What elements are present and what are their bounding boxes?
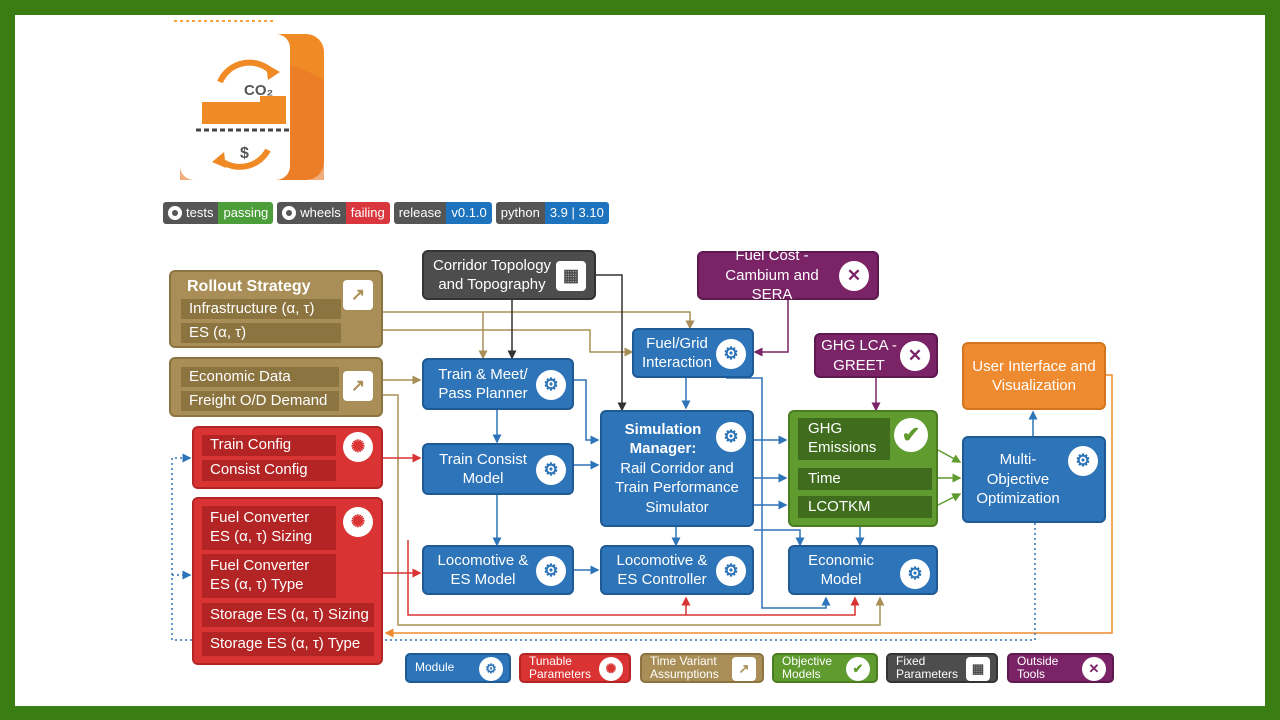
badge-row: tests passing wheels failing release v0.…: [163, 202, 609, 224]
locomotive-es-model-box[interactable]: Locomotive & ES Model ⚙: [422, 545, 574, 595]
train-meet-planner-label: Train & Meet/ Pass Planner: [438, 365, 528, 403]
train-config-item: Train Config: [202, 435, 336, 456]
fuel-grid-label: Fuel/Grid Interaction: [641, 334, 713, 372]
fuel-cost-label: Fuel Cost - Cambium and SERA: [725, 247, 819, 304]
trend-icon: ↗: [343, 371, 373, 401]
locomotive-es-controller-label: Locomotive & ES Controller: [616, 551, 708, 589]
logo-co2-text: CO₂: [244, 82, 273, 99]
train-consist-label: Train Consist Model: [439, 450, 527, 488]
legend-tunable: Tunable Parameters ✺: [519, 653, 631, 683]
storage-es-sizing: Storage ES (α, τ) Sizing: [202, 603, 374, 627]
legend-objective: Objective Models ✔: [772, 653, 878, 683]
user-interface-label: User Interface and Visualization: [972, 357, 1096, 395]
train-meet-planner-box[interactable]: Train & Meet/ Pass Planner ⚙: [422, 358, 574, 410]
simulation-manager-title: Simulation Manager:: [624, 420, 702, 458]
gear-icon: ⚙: [716, 422, 746, 452]
check-icon: ✔: [846, 657, 870, 681]
ghg-lca-label: GHG LCA - GREET: [821, 337, 897, 374]
legend-label: Module: [415, 660, 455, 675]
github-icon: [168, 206, 182, 220]
freight-demand-item: Freight O/D Demand: [181, 391, 339, 411]
fuel-converter-type: Fuel Converter ES (α, τ) Type: [202, 554, 336, 598]
train-config-box: Train Config Consist Config ✺: [192, 426, 383, 489]
badge-value: 3.9 | 3.10: [544, 202, 609, 224]
logo-dollar-text: $: [240, 145, 249, 162]
lcotkm-item: LCOTKM: [798, 496, 932, 518]
fuel-converter-sizing: Fuel Converter ES (α, τ) Sizing: [202, 506, 336, 550]
legend-label: Fixed Parameters: [896, 653, 959, 681]
badge-value: v0.1.0: [446, 202, 492, 224]
economic-model-label: Economic Model: [808, 551, 874, 589]
gear-icon: ⚙: [716, 556, 746, 586]
user-interface-box[interactable]: User Interface and Visualization: [962, 342, 1106, 410]
legend-label: Objective Models: [782, 653, 833, 681]
time-item: Time: [798, 468, 932, 490]
badge-python[interactable]: python 3.9 | 3.10: [495, 202, 609, 224]
corridor-topology-label: Corridor Topology and Topography: [432, 256, 552, 294]
corridor-topology-box: Corridor Topology and Topography ▦: [422, 250, 596, 300]
trend-icon: ↗: [343, 280, 373, 310]
ghg-lca-box: GHG LCA - GREET ✕: [814, 333, 938, 378]
simulation-manager-body: Rail Corridor and Train Performance Simu…: [615, 459, 739, 516]
simulation-manager-box[interactable]: Simulation Manager: Rail Corridor and Tr…: [600, 410, 754, 527]
wrench-icon: ✕: [1082, 657, 1106, 681]
gear-icon: ⚙: [1068, 446, 1098, 476]
github-icon: [282, 206, 297, 220]
rollout-strategy-title: Rollout Strategy: [187, 278, 311, 295]
badge-label: release: [398, 205, 442, 220]
altrios-logo: CO₂ $: [164, 18, 324, 181]
legend-label: Time Variant Assumptions: [650, 653, 719, 681]
ghg-emissions-item: GHG Emissions: [798, 418, 890, 460]
locomotive-es-label: Locomotive & ES Model: [437, 551, 529, 589]
train-consist-model-box[interactable]: Train Consist Model ⚙: [422, 443, 574, 495]
multi-objective-optimization-box[interactable]: Multi-Objective Optimization ⚙: [962, 436, 1106, 523]
legend-outside: Outside Tools ✕: [1007, 653, 1114, 683]
consist-config-item: Consist Config: [202, 460, 336, 481]
fuel-cost-box: Fuel Cost - Cambium and SERA ✕: [697, 247, 879, 303]
moo-label: Multi-Objective Optimization: [976, 451, 1060, 508]
dial-icon: ✺: [343, 432, 373, 462]
dial-icon: ✺: [599, 657, 623, 681]
legend-label: Outside Tools: [1017, 653, 1059, 681]
check-icon: ✔: [894, 418, 928, 452]
gear-icon: ⚙: [536, 370, 566, 400]
legend-module: Module ⚙: [405, 653, 511, 683]
economic-data-box: Economic Data Freight O/D Demand ↗: [169, 357, 383, 417]
rollout-es: ES (α, τ): [181, 323, 341, 343]
dial-icon: ✺: [343, 507, 373, 537]
badge-label: wheels: [300, 205, 341, 220]
economic-model-box[interactable]: Economic Model ⚙: [788, 545, 938, 595]
gear-icon: ⚙: [479, 657, 503, 681]
gear-icon: ⚙: [900, 559, 930, 589]
legend-fixed: Fixed Parameters ▦: [886, 653, 998, 683]
fuel-grid-interaction-box[interactable]: Fuel/Grid Interaction ⚙: [632, 328, 754, 378]
legend-label: Tunable Parameters: [529, 653, 592, 681]
wrench-icon: ✕: [900, 341, 930, 371]
badge-value: failing: [345, 202, 390, 224]
gear-icon: ⚙: [536, 455, 566, 485]
fuel-converter-box: Fuel Converter ES (α, τ) Sizing Fuel Con…: [192, 497, 383, 665]
legend-time-variant: Time Variant Assumptions ↗: [640, 653, 764, 683]
badge-label: tests: [186, 205, 214, 220]
rollout-strategy-box: Rollout Strategy Infrastructure (α, τ) E…: [169, 270, 383, 348]
locomotive-es-controller-box[interactable]: Locomotive & ES Controller ⚙: [600, 545, 754, 595]
wrench-icon: ✕: [839, 261, 869, 291]
gear-icon: ⚙: [536, 556, 566, 586]
map-icon: ▦: [556, 261, 586, 291]
gear-icon: ⚙: [716, 339, 746, 369]
storage-es-type: Storage ES (α, τ) Type: [202, 632, 374, 656]
badge-release[interactable]: release v0.1.0: [393, 202, 492, 224]
badge-label: python: [500, 205, 540, 220]
economic-data-item: Economic Data: [181, 367, 339, 387]
trend-icon: ↗: [732, 657, 756, 681]
badge-wheels[interactable]: wheels failing: [277, 202, 390, 224]
rollout-infrastructure: Infrastructure (α, τ): [181, 299, 341, 319]
objective-models-box: GHG Emissions Time LCOTKM ✔: [788, 410, 938, 527]
badge-tests[interactable]: tests passing: [163, 202, 274, 224]
badge-value: passing: [218, 202, 274, 224]
map-icon: ▦: [966, 657, 990, 681]
